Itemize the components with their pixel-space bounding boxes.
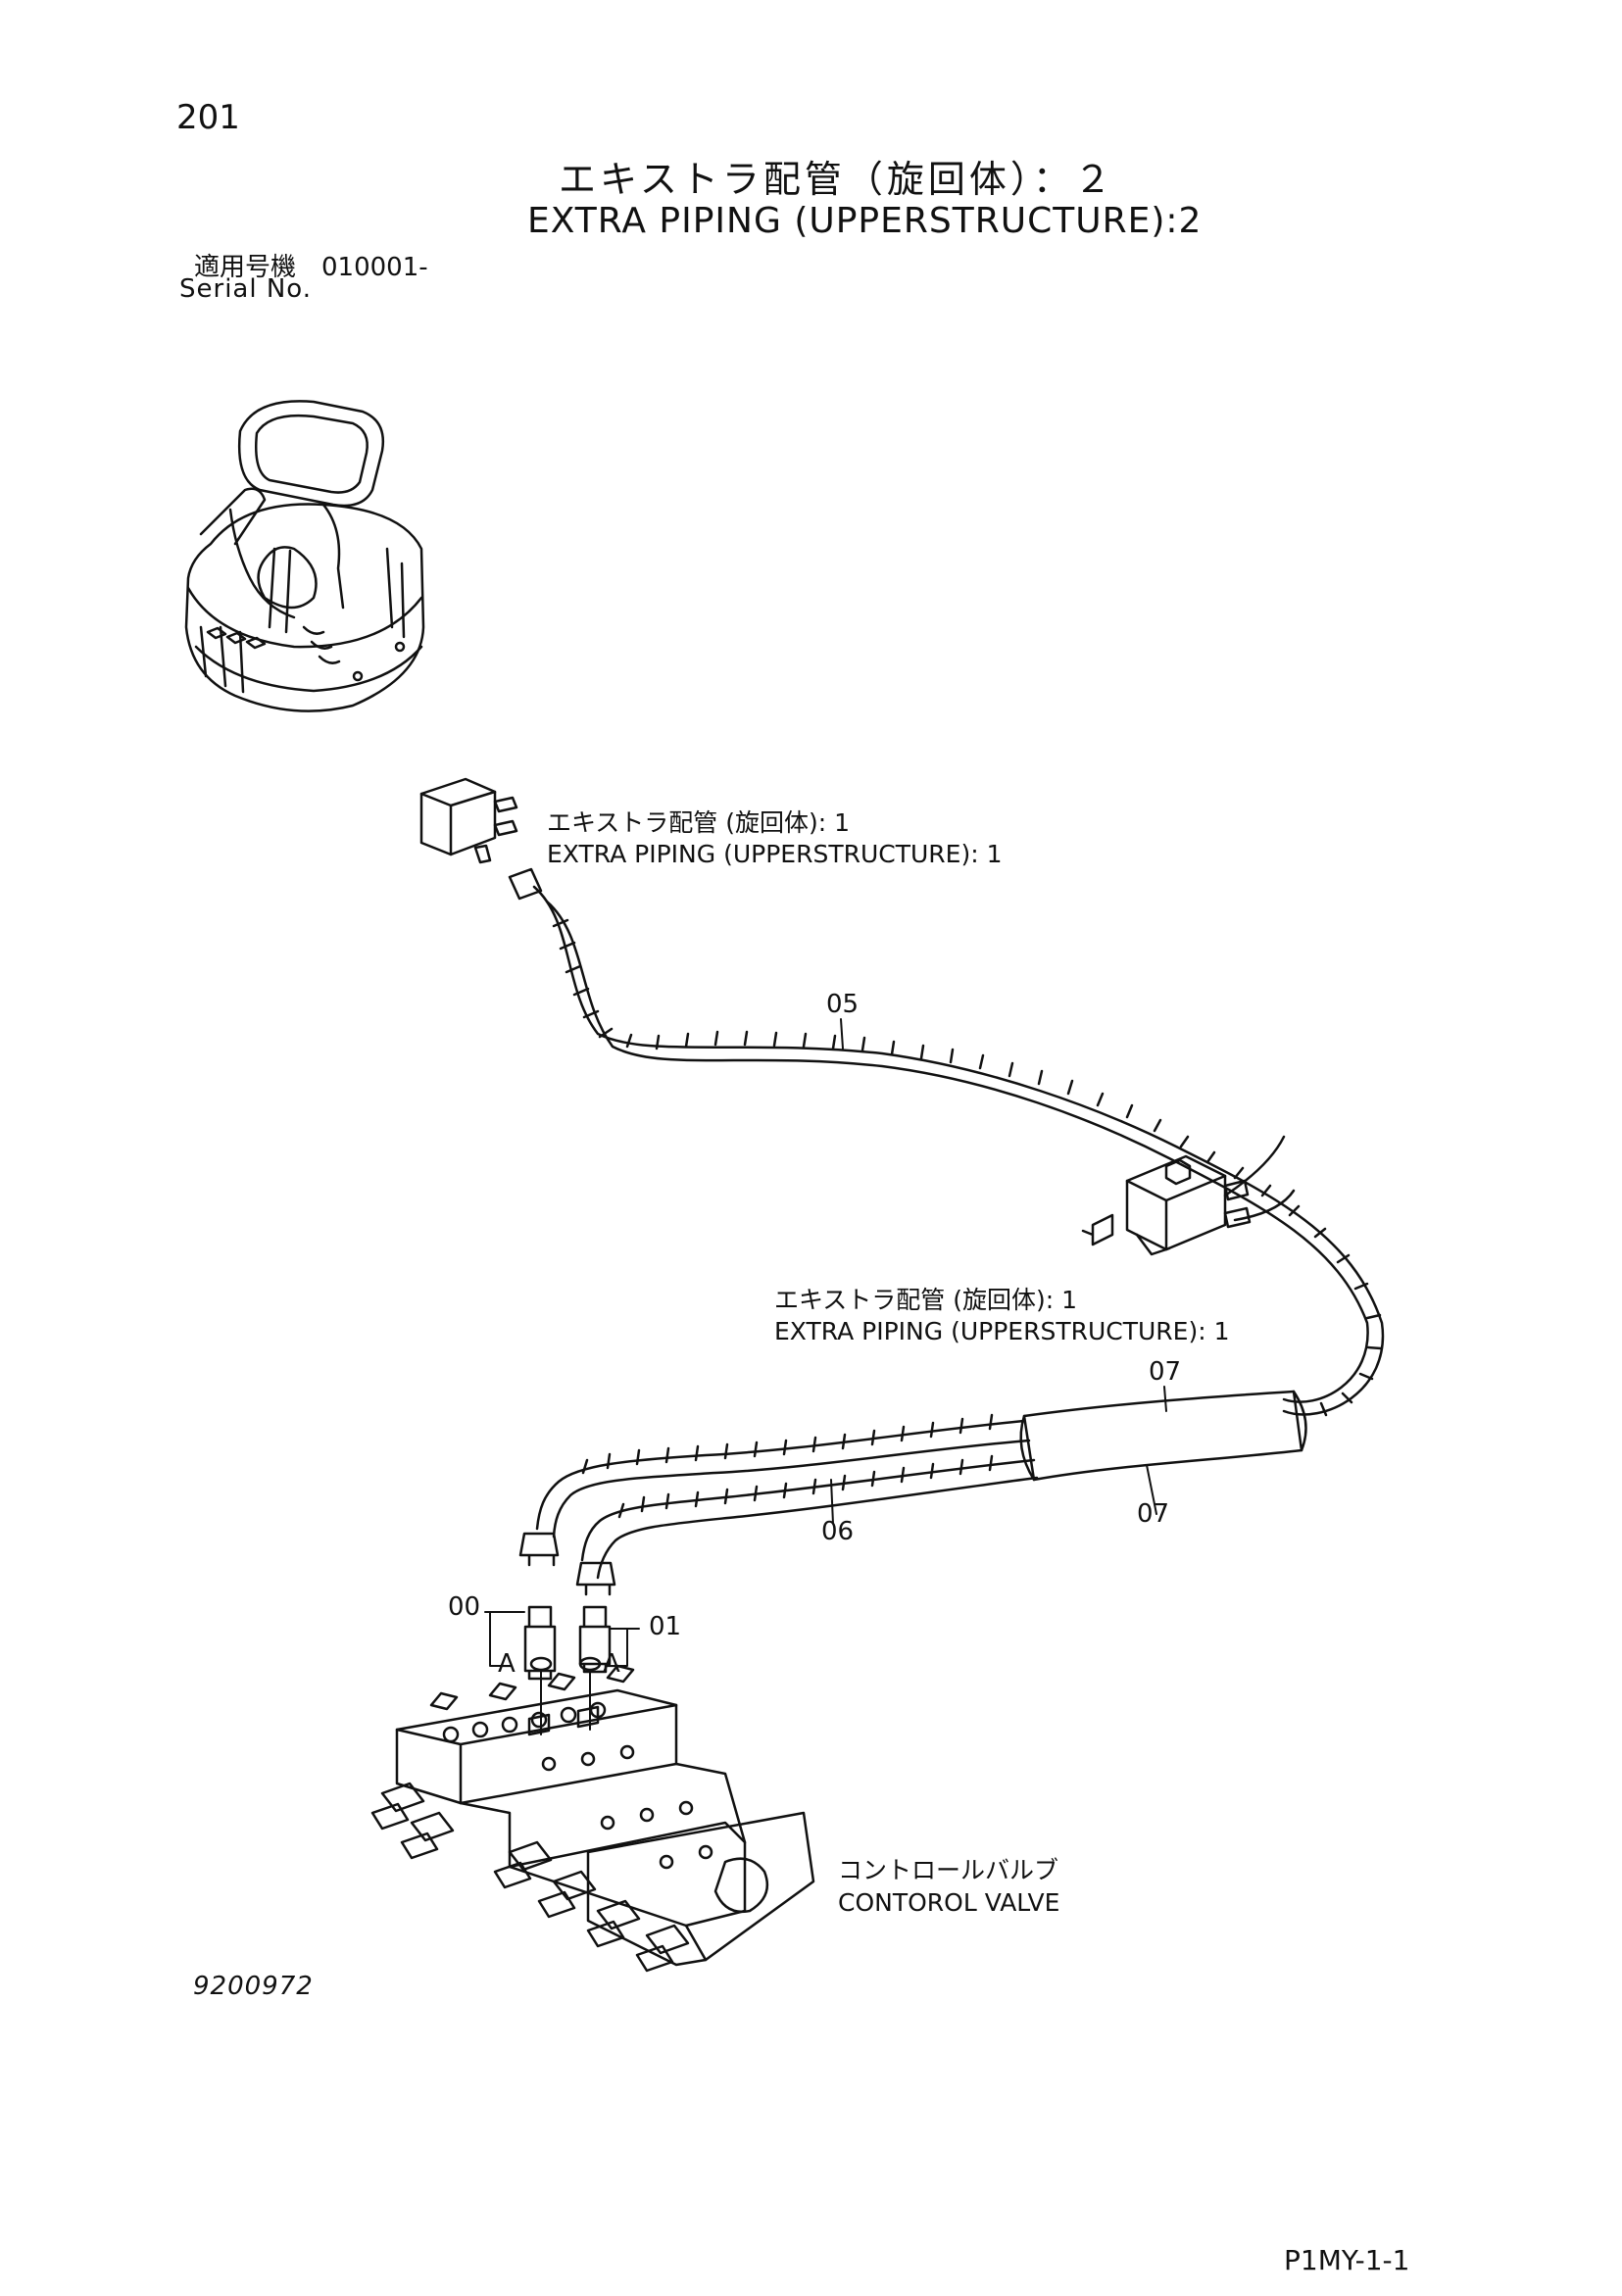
title-english: EXTRA PIPING (UPPERSTRUCTURE):2 (527, 201, 1203, 241)
hose-05 (532, 885, 1385, 1417)
serial-label-english: Serial No. (179, 274, 312, 304)
callout-upper-japanese: エキストラ配管 (旋回体): 1 (547, 808, 850, 837)
detail-label-a-left: A (498, 1649, 516, 1679)
callout-upper-english: EXTRA PIPING (UPPERSTRUCTURE): 1 (547, 840, 1003, 868)
drawing-number: 9200972 (193, 1972, 314, 2001)
callout-valve-japanese: コントロールバルブ (838, 1856, 1059, 1884)
control-valve-illustration (370, 1664, 815, 1973)
serial-label-japanese: 適用号機 010001- (194, 253, 428, 282)
part-label-05: 05 (826, 990, 860, 1019)
callout-middle-english: EXTRA PIPING (UPPERSTRUCTURE): 1 (774, 1317, 1230, 1345)
title-japanese: エキストラ配管（旋回体）：２ (559, 158, 1115, 201)
part-label-07-top: 07 (1149, 1357, 1182, 1387)
hose-fittings (518, 1532, 616, 1681)
page-number: 201 (176, 98, 240, 137)
part-label-06: 06 (821, 1517, 855, 1546)
hose-06 (535, 1413, 1039, 1580)
block-fitting-middle (1081, 1135, 1296, 1256)
page-code: P1MY-1-1 (1284, 2244, 1410, 2276)
part-label-07-bottom: 07 (1137, 1499, 1170, 1529)
part-label-01: 01 (649, 1612, 682, 1641)
block-fitting-top (419, 777, 543, 901)
part-label-00: 00 (448, 1592, 481, 1622)
machine-overview-illustration (184, 400, 425, 712)
callout-valve-english: CONTOROL VALVE (838, 1888, 1060, 1917)
sleeve-07 (1019, 1390, 1307, 1482)
callout-middle-japanese: エキストラ配管 (旋回体): 1 (774, 1286, 1077, 1314)
detail-label-a-right: A (603, 1649, 620, 1679)
